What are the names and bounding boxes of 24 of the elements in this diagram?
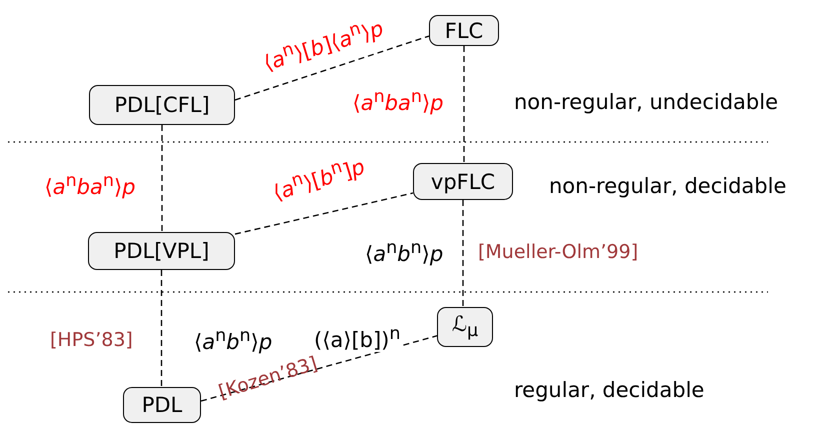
- connector-line: [463, 46, 465, 163]
- rounded-box: [437, 307, 493, 347]
- node-label: vpFLC: [430, 170, 496, 194]
- connector-line: [160, 270, 162, 387]
- rounded-box: [123, 387, 201, 423]
- rounded-box: [88, 232, 235, 270]
- node-label: FLC: [444, 18, 484, 42]
- connector-line: [200, 335, 438, 402]
- node-label: ℒ$_{μ}$: [452, 312, 478, 342]
- connector-line: [161, 125, 163, 232]
- connector-line: [234, 192, 414, 235]
- rounded-box: [429, 15, 499, 46]
- node-label: PDL: [142, 393, 182, 417]
- citation: [HPS’83]: [50, 329, 133, 351]
- rounded-box: [89, 85, 235, 125]
- class-description: non-regular, undecidable: [514, 90, 778, 114]
- connector-line: [462, 200, 464, 307]
- connector-line: [234, 35, 430, 101]
- node-label: PDL[VPL]: [114, 239, 210, 263]
- rounded-box: [413, 163, 513, 200]
- node-label: PDL[CFL]: [114, 93, 210, 117]
- class-description: regular, decidable: [514, 378, 704, 402]
- citation: [Mueller-Olm’99]: [478, 241, 638, 263]
- class-description: non-regular, decidable: [549, 174, 786, 198]
